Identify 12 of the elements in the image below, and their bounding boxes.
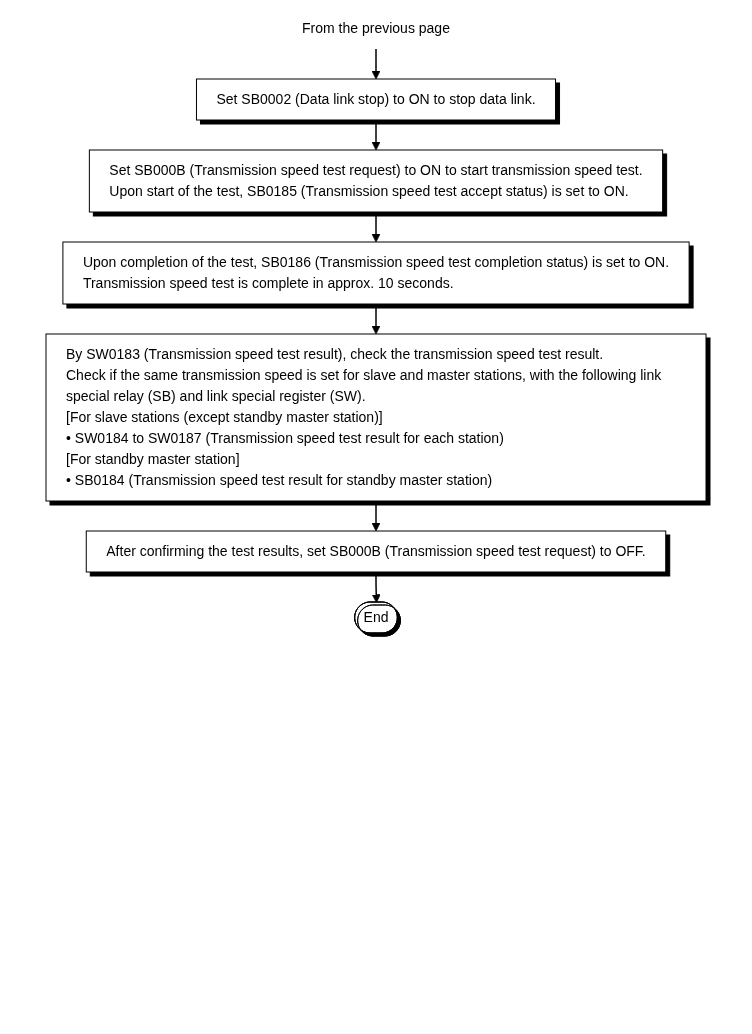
node-box: By SW0183 (Transmission speed test result), check the transmission speed test result. Check if the same transmission speed is set for slave and master stations, with the following link special relay (SB) and link special register (SW). [For slave stations (except standby master station)] • SW0184 to SW0187 (Transmission speed test result for each station) [For standby master station] • SB0184 (Transmission speed test result for standby master station) bbox=[45, 333, 707, 502]
arrow bbox=[371, 303, 381, 335]
node-box: Set SB0002 (Data link stop) to ON to stop data link. bbox=[195, 78, 557, 121]
node-box: After confirming the test results, set SB000B (Transmission speed test request) to OFF. bbox=[85, 530, 667, 573]
arrow bbox=[371, 571, 381, 603]
arrow bbox=[371, 211, 381, 243]
node-text: From the previous page bbox=[302, 20, 450, 36]
node-box: Upon completion of the test, SB0186 (Transmission speed test completion status) is set to ON. Transmission speed test is complete in approx. 10 seconds. bbox=[62, 241, 690, 305]
node-box: Set SB000B (Transmission speed test request) to ON to start transmission speed test. Upon start of the test, SB0185 (Transmission speed test accept status) is set to ON. bbox=[88, 149, 664, 213]
arrow bbox=[371, 500, 381, 532]
arrow bbox=[371, 48, 381, 80]
arrow bbox=[371, 119, 381, 151]
